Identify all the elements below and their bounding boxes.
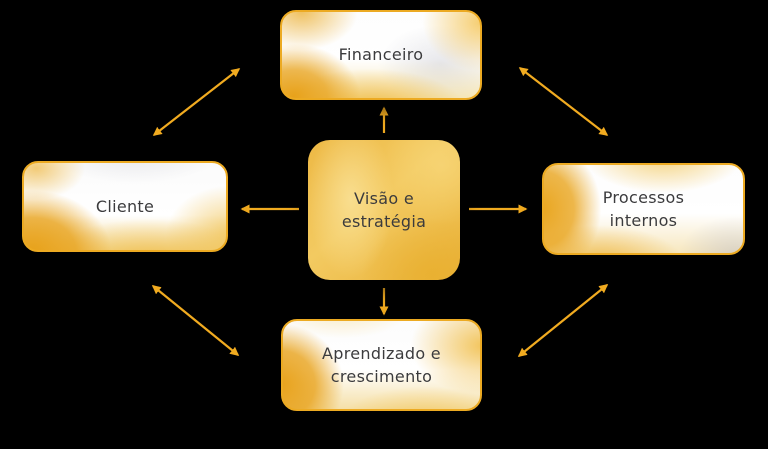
node-visao-estrategia-label: Visão e estratégia [341,188,427,231]
arrow-aprendizado-processos [517,284,609,357]
node-processos-internos: Processos internos [542,163,745,255]
node-visao-estrategia: Visão e estratégia [308,140,460,280]
arrow-cliente-aprendizado [151,285,240,356]
node-processos-internos-label: Processos internos [602,187,685,230]
node-cliente-label: Cliente [95,196,155,216]
node-aprendizado-crescimento: Aprendizado e crescimento [281,319,482,411]
node-cliente: Cliente [22,161,228,252]
arrow-cliente-financeiro [152,68,241,136]
node-financeiro: Financeiro [280,10,482,100]
arrow-financeiro-processos [518,67,609,136]
node-financeiro-label: Financeiro [338,45,424,65]
node-aprendizado-crescimento-label: Aprendizado e crescimento [322,343,441,386]
